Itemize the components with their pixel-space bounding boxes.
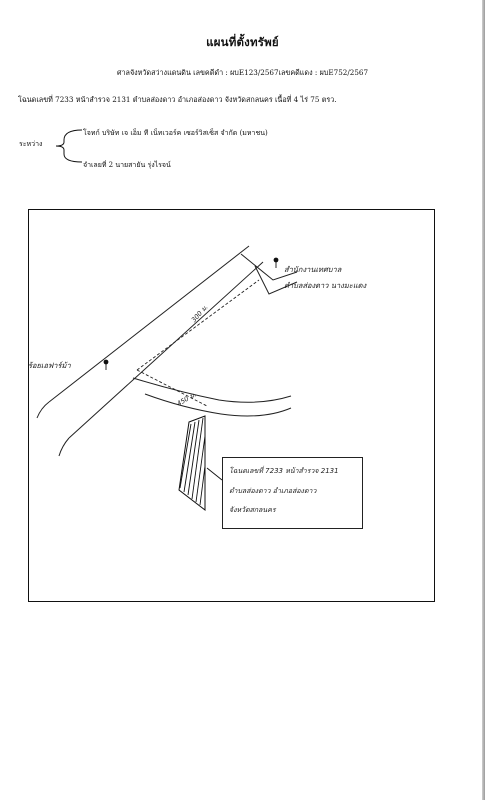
deed-info-line: โฉนดเลขที่ 7233 หน้าสำรวจ 2131 ตำบลส่องด… xyxy=(18,95,337,104)
plaintiff-name: โจทก์ บริษัท เจ เอ็ม ที เน็ทเวอร์ค เซอร์… xyxy=(83,129,268,137)
parcel-pointer-arrow xyxy=(206,467,223,481)
side-road-bottom xyxy=(144,393,292,417)
main-road-upper-edge xyxy=(48,245,250,403)
defendant-name: จำเลยที่ 2 นายสายัน รุ่งไรจน์ xyxy=(83,161,171,169)
parcel-info-box: โฉนดเลขที่ 7233 หน้าสำรวจ 2131 ตำบลส่องด… xyxy=(222,457,363,529)
dashed-route-1 xyxy=(136,279,260,371)
location-map: สำนักงานเทศบาล ตำบลส่องดาว นางมะแดง ร้อย… xyxy=(28,209,435,602)
office-label-line2: ตำบลส่องดาว นางมะแดง xyxy=(284,281,367,290)
parcel-district-line: ตำบลส่องดาว อำเภอส่องดาว xyxy=(229,487,317,495)
side-road-top xyxy=(132,377,292,403)
court-case-line: ศาลจังหวัดสว่างแดนดิน เลขคดีดำ : ผบE123/… xyxy=(116,68,369,77)
parcel-hatched-area xyxy=(178,415,206,512)
main-road-lower-edge xyxy=(68,261,264,439)
brace-connector xyxy=(55,129,83,163)
parcel-province-line: จังหวัดสกลนคร xyxy=(229,506,276,514)
office-label-line1: สำนักงานเทศบาล xyxy=(284,265,342,274)
parcel-deed-line: โฉนดเลขที่ 7233 หน้าสำรวจ 2131 xyxy=(229,467,339,475)
between-label: ระหว่าง xyxy=(19,140,43,148)
main-road-tail xyxy=(36,401,50,419)
map-drawing xyxy=(36,245,298,512)
checkpoint-label: ร้อยเอฟาร์ม้า xyxy=(28,361,71,370)
main-road-tail-2 xyxy=(58,437,70,457)
page-edge-shadow xyxy=(482,0,485,800)
page-title: แผนที่ตั้งทรัพย์ xyxy=(206,35,279,49)
branch-road-top xyxy=(240,253,298,281)
branch-road-bottom xyxy=(254,265,298,295)
dashed-route-2 xyxy=(136,369,208,407)
